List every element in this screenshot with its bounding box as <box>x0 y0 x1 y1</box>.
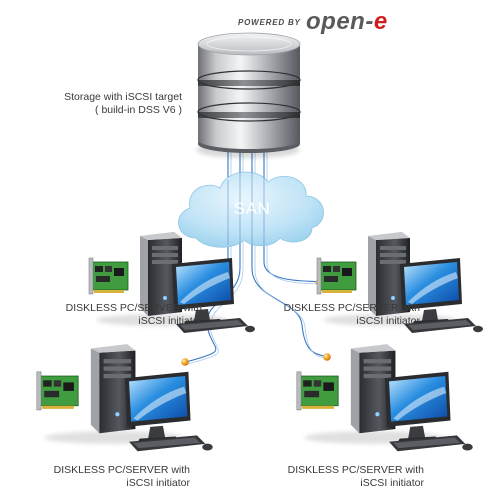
client-label-line1: DISKLESS PC/SERVER with <box>65 302 202 314</box>
brand-name-main: open- <box>306 8 374 35</box>
client-label-line1: DISKLESS PC/SERVER with <box>287 464 424 476</box>
endpoint-bottom-right <box>323 353 331 361</box>
brand-name-accent: e <box>373 8 388 35</box>
client-label-line1: DISKLESS PC/SERVER with <box>283 302 420 314</box>
storage-label-line1: Storage with iSCSI target <box>64 91 182 103</box>
client-label-line2: iSCSI initiator <box>360 477 424 489</box>
brand-name: open-e <box>306 8 388 36</box>
storage-label-line2: ( build-in DSS V6 ) <box>95 104 182 116</box>
client-label-bottom-left: DISKLESS PC/SERVER with iSCSI initiator <box>0 464 190 490</box>
client-label-line1: DISKLESS PC/SERVER with <box>53 464 190 476</box>
client-label-line2: iSCSI initiator <box>126 477 190 489</box>
client-label-top-right: DISKLESS PC/SERVER with iSCSI initiator <box>230 302 420 328</box>
powered-by-text: POWERED BY <box>238 18 301 27</box>
endpoint-bottom-left <box>181 358 189 366</box>
client-label-line2: iSCSI initiator <box>356 315 420 327</box>
client-label-bottom-right: DISKLESS PC/SERVER with iSCSI initiator <box>234 464 424 490</box>
cloud-icon <box>178 171 324 248</box>
brand-logo: POWERED BY open-e <box>238 8 478 46</box>
client-label-line2: iSCSI initiator <box>138 315 202 327</box>
database-cylinder-icon <box>196 32 301 158</box>
client-label-top-left: DISKLESS PC/SERVER with iSCSI initiator <box>12 302 202 328</box>
client-workstation-bottom-right <box>297 344 473 451</box>
storage-label: Storage with iSCSI target ( build-in DSS… <box>20 91 182 117</box>
san-label: SAN <box>234 199 270 218</box>
